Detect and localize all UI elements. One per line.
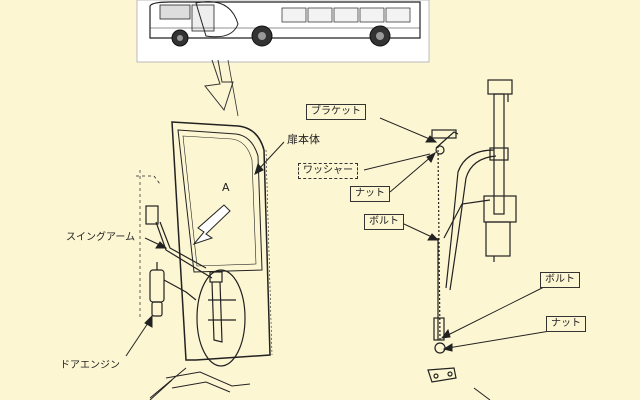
door-engine bbox=[136, 170, 197, 318]
bolt-lower-label: ボルト bbox=[540, 272, 580, 288]
bolt-upper-label: ボルト bbox=[364, 214, 404, 230]
swing-arm bbox=[145, 205, 236, 343]
highlight-ellipse bbox=[196, 269, 246, 367]
nut-lower-label: ナット bbox=[546, 316, 586, 332]
washer-label: ワッシャー bbox=[298, 163, 358, 179]
door-body-label: 扉本体 bbox=[287, 133, 320, 146]
door-body bbox=[171, 121, 273, 361]
bus-illustration bbox=[136, 0, 430, 63]
bracket-label: ブラケット bbox=[306, 104, 366, 120]
view-a-arrow bbox=[192, 204, 231, 246]
pointer-arrow bbox=[204, 59, 234, 112]
door-engine-label: ドアエンジン bbox=[60, 360, 120, 371]
view-a-label: A bbox=[222, 181, 230, 194]
swing-arm-label: スイングアーム bbox=[66, 232, 136, 243]
pivot-assembly bbox=[427, 79, 517, 383]
nut-top-label: ナット bbox=[350, 186, 390, 202]
